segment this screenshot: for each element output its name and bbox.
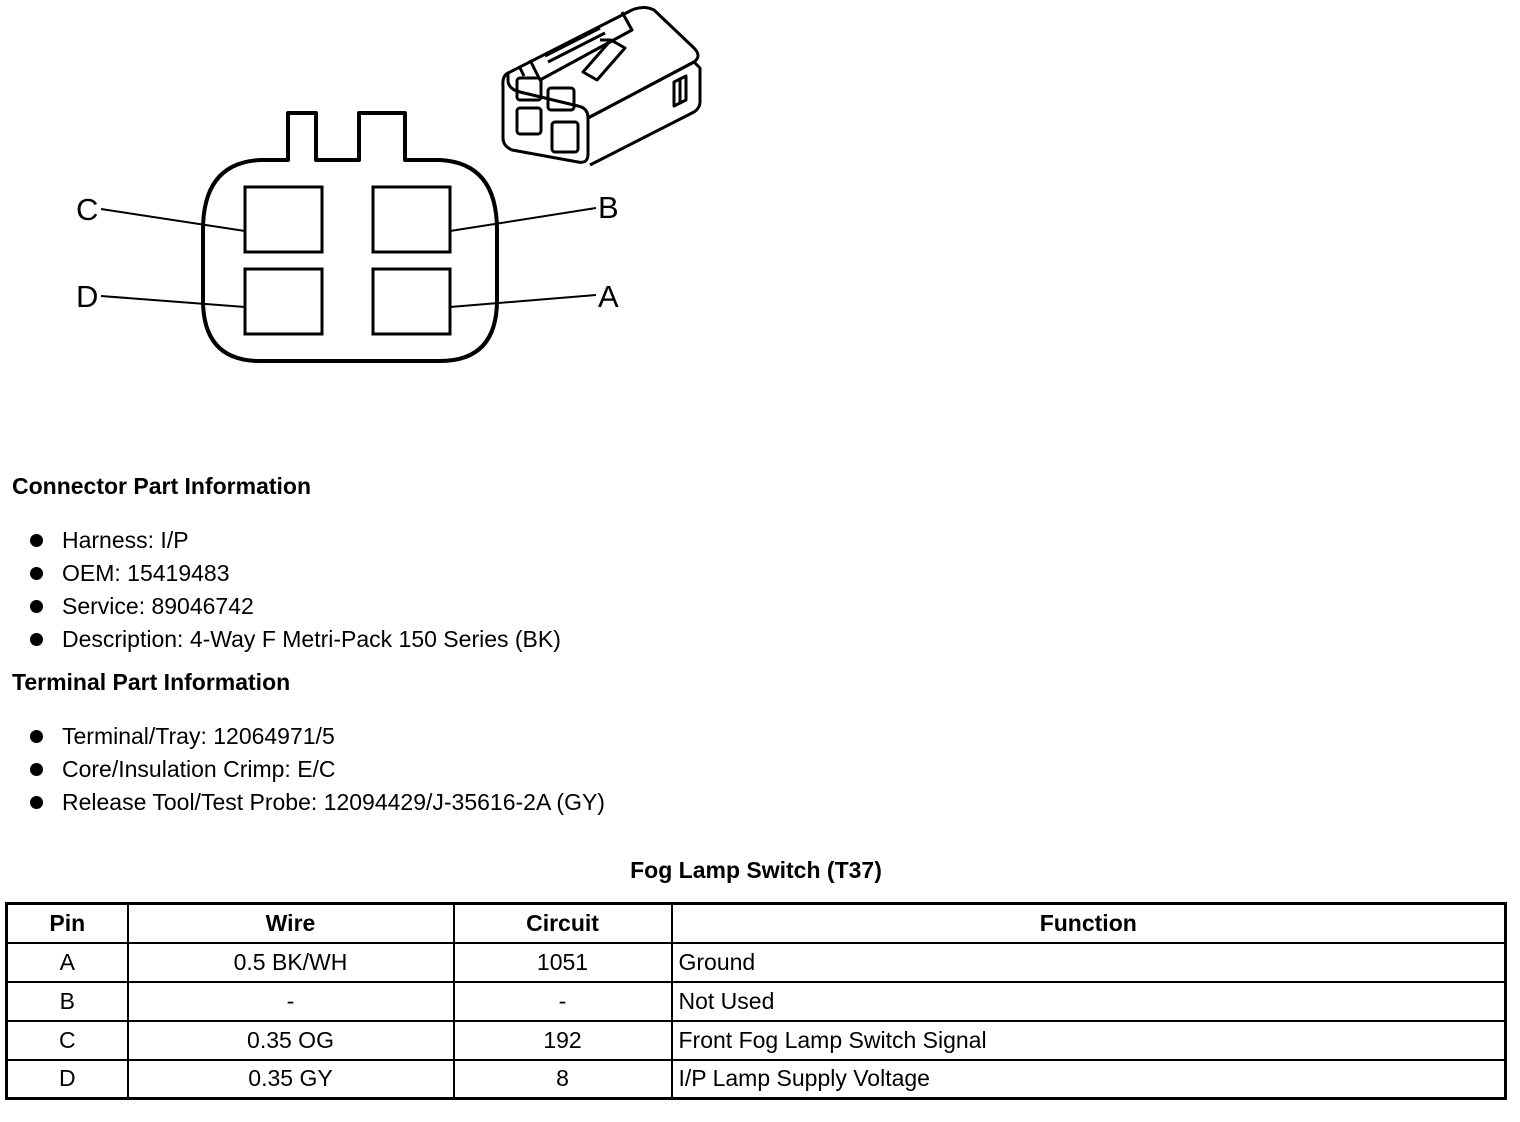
cell-function: Not Used [670, 980, 1507, 1022]
list-item: Release Tool/Test Probe: 12094429/J-3561… [28, 786, 605, 819]
connector-isometric-view [501, 6, 702, 167]
table-title: Fog Lamp Switch (T37) [630, 857, 882, 883]
cell-wire: - [126, 980, 455, 1022]
column-header-function: Function [670, 902, 1507, 944]
table-header-row: Pin Wire Circuit Function [5, 902, 1507, 944]
pin-label-b: B [598, 190, 619, 225]
cell-function: Front Fog Lamp Switch Signal [670, 1019, 1507, 1061]
list-item: OEM: 15419483 [28, 557, 561, 590]
bullet-icon [30, 796, 43, 809]
connector-part-info-list: Harness: I/P OEM: 15419483 Service: 8904… [28, 524, 561, 656]
leader-b [449, 207, 597, 232]
cell-pin: D [5, 1058, 129, 1100]
list-item: Service: 89046742 [28, 590, 561, 623]
leader-a [449, 294, 597, 308]
pinout-table: Pin Wire Circuit Function A 0.5 BK/WH 10… [5, 902, 1507, 1100]
cell-pin: A [5, 941, 129, 983]
cell-pin: C [5, 1019, 129, 1061]
pin-label-a: A [598, 279, 619, 314]
pin-label-c: C [76, 192, 98, 227]
connector-info-oem: OEM: 15419483 [62, 560, 230, 586]
connector-face-outline [201, 111, 499, 363]
cell-function: I/P Lamp Supply Voltage [670, 1058, 1507, 1100]
connector-info-description: Description: 4-Way F Metri-Pack 150 Seri… [62, 626, 561, 652]
bullet-icon [30, 567, 43, 580]
terminal-info-crimp: Core/Insulation Crimp: E/C [62, 756, 336, 782]
terminal-part-info-list: Terminal/Tray: 12064971/5 Core/Insulatio… [28, 720, 605, 819]
leader-d [100, 295, 246, 308]
cavity-b [371, 185, 452, 254]
cell-wire: 0.35 OG [126, 1019, 455, 1061]
list-item: Terminal/Tray: 12064971/5 [28, 720, 605, 753]
connector-diagram: C D B A [76, 6, 702, 363]
bullet-icon [30, 600, 43, 613]
terminal-info-tray: Terminal/Tray: 12064971/5 [62, 723, 335, 749]
leader-c [100, 208, 246, 232]
terminal-part-info-heading: Terminal Part Information [12, 669, 291, 695]
cavity-a [371, 267, 452, 336]
table-row: A 0.5 BK/WH 1051 Ground [5, 941, 1507, 983]
cell-pin: B [5, 980, 129, 1022]
column-header-pin: Pin [5, 902, 129, 944]
connector-info-harness: Harness: I/P [62, 527, 189, 553]
column-header-wire: Wire [126, 902, 455, 944]
connector-info-service: Service: 89046742 [62, 593, 254, 619]
cell-function: Ground [670, 941, 1507, 983]
list-item: Harness: I/P [28, 524, 561, 557]
list-item: Core/Insulation Crimp: E/C [28, 753, 605, 786]
bullet-icon [30, 763, 43, 776]
cell-circuit: 1051 [452, 941, 673, 983]
bullet-icon [30, 633, 43, 646]
bullet-icon [30, 534, 43, 547]
terminal-info-release-tool: Release Tool/Test Probe: 12094429/J-3561… [62, 789, 605, 815]
bullet-icon [30, 730, 43, 743]
cell-circuit: 192 [452, 1019, 673, 1061]
table-row: D 0.35 GY 8 I/P Lamp Supply Voltage [5, 1058, 1507, 1100]
cavity-d [243, 267, 324, 336]
connector-part-info-heading: Connector Part Information [12, 473, 312, 499]
pin-label-d: D [76, 279, 98, 314]
list-item: Description: 4-Way F Metri-Pack 150 Seri… [28, 623, 561, 656]
table-row: B - - Not Used [5, 980, 1507, 1022]
table-row: C 0.35 OG 192 Front Fog Lamp Switch Sign… [5, 1019, 1507, 1061]
cell-wire: 0.5 BK/WH [126, 941, 455, 983]
cavity-c [243, 185, 324, 254]
cell-wire: 0.35 GY [126, 1058, 455, 1100]
column-header-circuit: Circuit [452, 902, 673, 944]
cell-circuit: 8 [452, 1058, 673, 1100]
cell-circuit: - [452, 980, 673, 1022]
